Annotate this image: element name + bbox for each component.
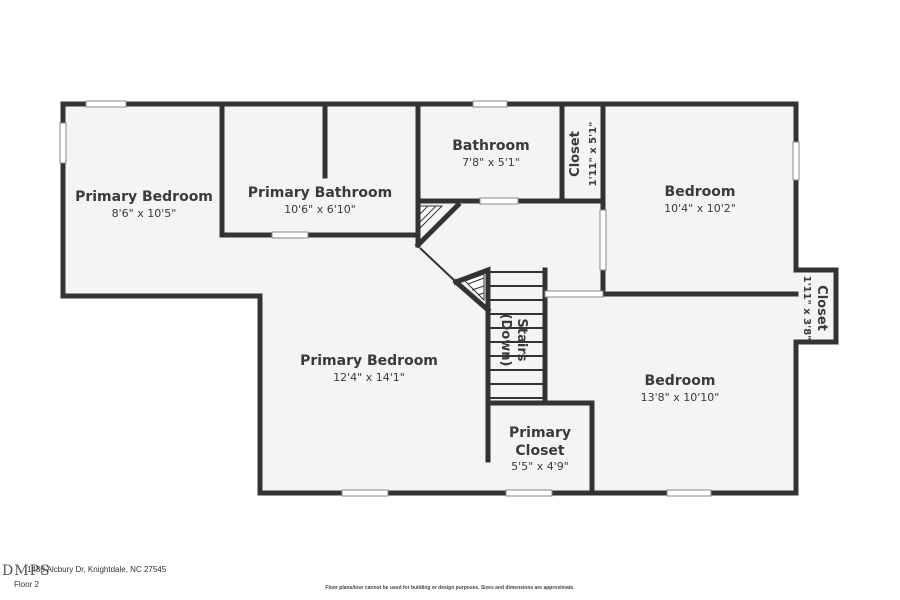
floor-label: Floor 2 — [14, 580, 39, 589]
property-address: 1430 Alcbury Dr, Knightdale, NC 27545 — [27, 565, 167, 574]
room-name-primary-bedroom-main: Primary Bedroom — [300, 353, 438, 369]
room-labels: Primary Bedroom 8'6" x 10'5" Primary Bat… — [75, 122, 829, 473]
room-name-primary-bathroom: Primary Bathroom — [248, 185, 392, 201]
room-name-bedroom-top: Bedroom — [665, 184, 736, 200]
disclaimer-text: Floor plans/tour cannot be used for buil… — [325, 585, 575, 591]
room-name-bedroom-bottom: Bedroom — [645, 373, 716, 389]
room-dims-primary-closet: 5'5" x 4'9" — [511, 460, 569, 473]
company-logo: DMPS — [2, 563, 51, 579]
room-dims-closet-right: 1'11" x 3'8" — [801, 276, 812, 341]
room-name-primary-closet-1: Primary — [509, 425, 571, 441]
hatch-marks — [419, 205, 485, 302]
interior-walls — [219, 101, 799, 496]
room-dims-primary-bathroom: 10'6" x 6'10" — [284, 203, 356, 216]
windows — [59, 100, 800, 497]
room-dims-bathroom: 7'8" x 5'1" — [462, 156, 520, 169]
room-dims-primary-bedroom-main: 12'4" x 14'1" — [333, 371, 405, 384]
stairs-direction-label: (Down) — [498, 314, 513, 367]
room-fills — [63, 104, 836, 493]
room-name-closet-small: Closet — [568, 131, 583, 177]
stairs-label: Stairs — [514, 319, 529, 362]
room-name-bathroom: Bathroom — [452, 138, 530, 154]
stair-treads — [419, 247, 545, 399]
room-name-primary-bedroom-left: Primary Bedroom — [75, 189, 213, 205]
room-name-primary-closet-2: Closet — [515, 443, 565, 459]
exterior-walls — [60, 101, 839, 496]
room-dims-bedroom-top: 10'4" x 10'2" — [664, 202, 736, 215]
room-name-closet-right: Closet — [814, 285, 829, 331]
room-dims-closet-small: 1'11" x 5'1" — [588, 122, 599, 187]
room-dims-bedroom-bottom: 13'8" x 10'10" — [641, 391, 720, 404]
room-dims-primary-bedroom-left: 8'6" x 10'5" — [112, 207, 177, 220]
